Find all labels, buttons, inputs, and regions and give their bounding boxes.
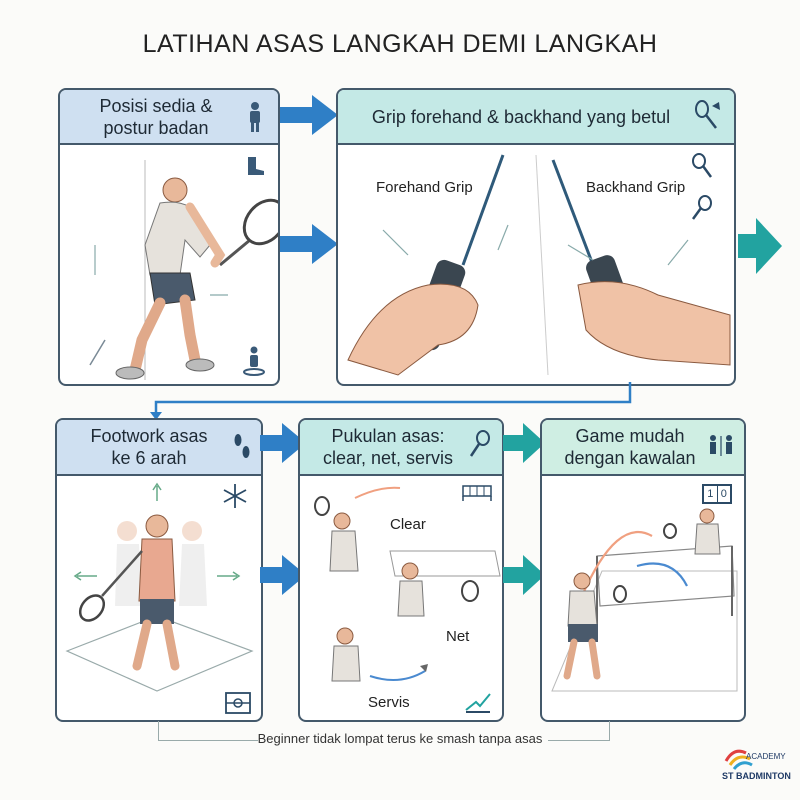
serve-trajectory-icon xyxy=(465,693,491,713)
footwork-illustration xyxy=(57,476,261,720)
panel-title-line1: Footwork asas xyxy=(90,426,208,446)
step-panel-basic-strokes: Pukulan asas: clear, net, servis Clear N… xyxy=(298,418,504,722)
score-left: 1 xyxy=(704,486,718,502)
racket-icon xyxy=(691,195,712,220)
racket-shuttle-icon xyxy=(469,430,490,457)
net-label: Net xyxy=(446,628,470,645)
foot-stance-icon xyxy=(248,157,264,175)
panel-header: Game mudah dengan kawalan xyxy=(542,420,744,476)
footer-note: Beginner tidak lompat terus ke smash tan… xyxy=(257,731,543,746)
flow-arrow-right xyxy=(503,555,545,595)
racket-shuttle-icon xyxy=(695,100,720,129)
panel-title: Grip forehand & backhand yang betul xyxy=(371,106,671,127)
grip-illustration: Forehand Grip Backhand Grip xyxy=(338,145,734,384)
panel-title-line2: postur badan xyxy=(103,117,209,138)
flow-arrow-right xyxy=(280,95,338,135)
footprints-icon xyxy=(234,434,250,458)
servis-label: Servis xyxy=(368,694,410,711)
panel-title-line2: ke 6 arah xyxy=(111,448,187,468)
clear-label: Clear xyxy=(390,516,426,533)
panel-header: Posisi sedia & postur badan xyxy=(60,90,278,145)
footer-bracket-gap xyxy=(258,730,548,752)
academy-logo: ACADEMY ST BADMINTON xyxy=(716,743,796,793)
scoreboard: 1 0 xyxy=(702,484,732,504)
step-panel-simple-game: Game mudah dengan kawalan 1 0 xyxy=(540,418,746,722)
six-direction-arrows-icon xyxy=(223,484,247,508)
balance-person-icon xyxy=(243,346,265,376)
flow-connector xyxy=(150,382,632,420)
panel-title-line2: clear, net, servis xyxy=(322,448,454,468)
net-icon xyxy=(462,485,492,501)
logo-line2: ST BADMINTON xyxy=(722,771,791,781)
panel-header: Pukulan asas: clear, net, servis xyxy=(300,420,502,476)
panel-title-line2: dengan kawalan xyxy=(564,448,696,468)
logo-line1: ACADEMY xyxy=(746,752,786,761)
flow-arrow-right xyxy=(260,555,306,595)
step-panel-ready-position: Posisi sedia & postur badan xyxy=(58,88,280,386)
court-icon xyxy=(225,692,251,714)
forehand-grip-label: Forehand Grip xyxy=(376,179,473,196)
panel-header: Footwork asas ke 6 arah xyxy=(57,420,261,476)
panel-title-line1: Posisi sedia & xyxy=(99,95,213,116)
flow-arrow-right xyxy=(738,218,782,274)
step-panel-grip: Grip forehand & backhand yang betul Fore… xyxy=(336,88,736,386)
basic-strokes-illustration: Clear Net Servis xyxy=(300,476,502,720)
racket-icon xyxy=(692,153,713,178)
standing-person-icon xyxy=(250,102,260,132)
step-panel-footwork: Footwork asas ke 6 arah xyxy=(55,418,263,722)
flow-arrow-right xyxy=(280,224,338,264)
score-right: 0 xyxy=(720,488,727,500)
panel-title-line1: Game mudah xyxy=(575,426,685,446)
simple-game-illustration: 1 0 xyxy=(542,476,744,720)
two-players-icon xyxy=(710,435,732,456)
backhand-grip-label: Backhand Grip xyxy=(586,179,686,196)
panel-header: Grip forehand & backhand yang betul xyxy=(338,90,734,145)
panel-title-line1: Pukulan asas: xyxy=(331,426,445,446)
flow-arrow-right xyxy=(260,423,306,463)
flow-arrow-right xyxy=(503,423,545,463)
ready-position-illustration xyxy=(60,145,278,384)
page-title: LATIHAN ASAS LANGKAH DEMI LANGKAH xyxy=(142,30,658,58)
